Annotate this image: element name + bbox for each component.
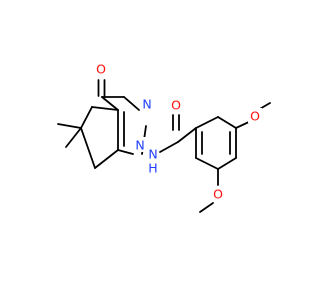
atom-layer: O N N N H O O O	[94, 61, 262, 202]
amide-nitrogen: N	[148, 147, 157, 162]
bond	[217, 157, 237, 170]
molecule-canvas: O N N N H O O O	[57, 61, 271, 213]
methoxy-oxygen-bottom: O	[213, 187, 223, 202]
amide-oxygen: O	[171, 98, 181, 113]
bond	[199, 202, 214, 213]
bond	[159, 141, 179, 153]
atom-backdrop	[94, 61, 108, 76]
atom-backdrop	[248, 108, 262, 123]
bond	[123, 96, 140, 111]
pyrimidine-n1: N	[135, 138, 144, 153]
ketone-oxygen: O	[96, 62, 106, 77]
bond	[101, 96, 119, 111]
bond	[80, 106, 93, 129]
bond	[217, 116, 237, 129]
bond	[65, 127, 82, 148]
pyrimidine-n3: N	[142, 97, 151, 112]
bond	[195, 116, 219, 129]
atom-backdrop	[140, 96, 154, 111]
bond	[80, 127, 96, 169]
molecule-structure: O N N N H O O O	[57, 61, 271, 213]
bond	[57, 123, 82, 129]
atom-backdrop	[211, 186, 225, 201]
bond	[117, 149, 134, 155]
amide-hydrogen: H	[148, 161, 157, 176]
bond	[91, 106, 119, 111]
methoxy-oxygen-top: O	[250, 109, 260, 124]
atom-backdrop	[169, 97, 183, 112]
bond	[195, 157, 219, 170]
atom-backdrop	[145, 161, 159, 175]
bond	[94, 149, 119, 169]
atom-backdrop	[133, 137, 147, 152]
bond-layer	[57, 79, 271, 213]
bond	[177, 127, 197, 143]
atom-backdrop	[145, 147, 159, 161]
